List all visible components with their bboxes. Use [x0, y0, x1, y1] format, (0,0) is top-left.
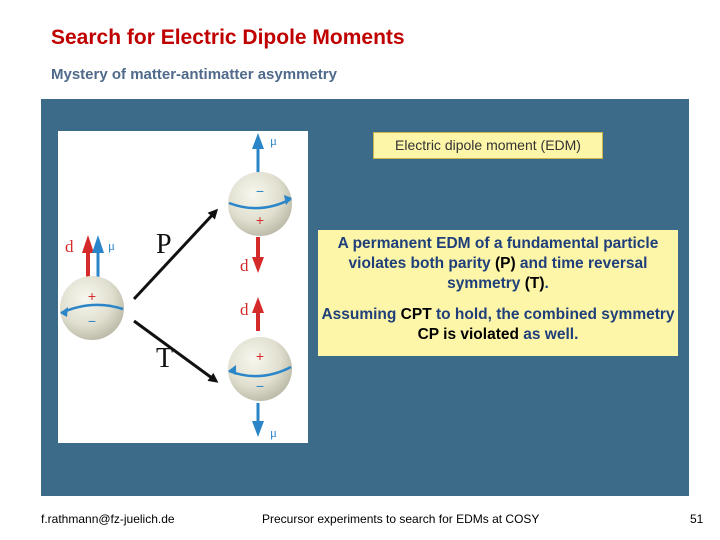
dipole-symbol: d: [65, 237, 74, 256]
minus-charge: −: [256, 378, 264, 394]
plus-charge: +: [256, 212, 264, 228]
plus-charge: +: [256, 348, 264, 364]
left-particle: d μ + −: [60, 235, 124, 340]
edm-symmetry-diagram: d μ + − P T μ − + d: [58, 131, 308, 443]
parity-particle: μ − + d: [228, 133, 292, 275]
time-reversal-arrow: [134, 321, 216, 381]
minus-charge: −: [88, 313, 96, 329]
page-number: 51: [690, 512, 703, 526]
footer-title: Precursor experiments to search for EDMs…: [262, 512, 539, 526]
particle-sphere: [60, 276, 124, 340]
footer-email: f.rathmann@fz-juelich.de: [41, 512, 175, 526]
time-reversal-label: T: [156, 343, 173, 374]
slide-title: Search for Electric Dipole Moments: [51, 26, 405, 50]
time-reversal-particle: d + − μ: [228, 297, 292, 440]
parity-arrow: [134, 211, 216, 299]
mu-symbol: μ: [270, 425, 277, 440]
parity-label: P: [156, 229, 172, 260]
mu-symbol: μ: [270, 133, 277, 148]
plus-charge: +: [88, 288, 96, 304]
parity-time-paragraph: A permanent EDM of a fundamental particl…: [318, 234, 678, 294]
minus-charge: −: [256, 183, 264, 199]
mu-symbol: μ: [108, 238, 115, 253]
explanation-box: A permanent EDM of a fundamental particl…: [318, 230, 678, 356]
dipole-symbol: d: [240, 300, 249, 319]
slide-subtitle: Mystery of matter-antimatter asymmetry: [51, 66, 337, 83]
cp-violation-paragraph: Assuming CPT to hold, the combined symme…: [318, 305, 678, 345]
dipole-symbol: d: [240, 256, 249, 275]
edm-callout: Electric dipole moment (EDM): [373, 132, 603, 159]
